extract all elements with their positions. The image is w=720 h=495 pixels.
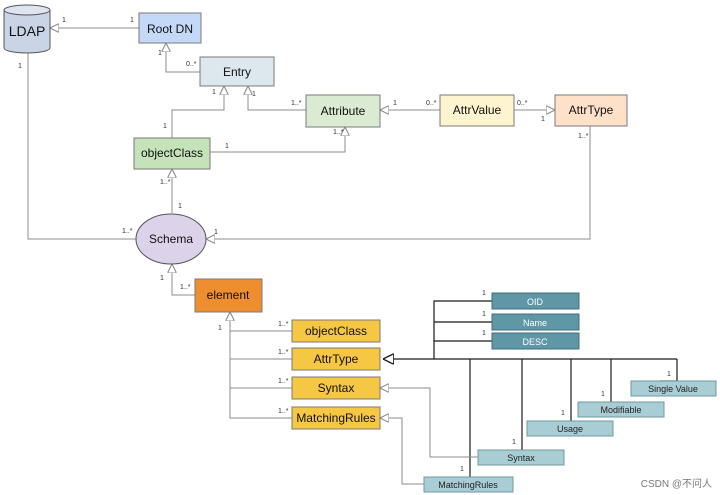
syntax-attr-label: Syntax (507, 453, 535, 463)
mult-ldap-rootdn: 1 (62, 17, 66, 24)
mult-schema-ldap: 1..* (122, 228, 133, 235)
edges (24, 28, 678, 485)
mult-element-schema: 1..* (180, 284, 191, 291)
edge-schema-ldap (24, 43, 136, 240)
name-label: Name (523, 318, 547, 328)
watermark: CSDN @不问人 (641, 477, 712, 490)
usage-label: Usage (557, 424, 583, 434)
mult-objectclass-schema: 1..* (160, 179, 171, 186)
mult-attribute-attrvalue: 1 (393, 100, 397, 107)
node-matching-rules-attr[interactable]: MatchingRules (423, 476, 514, 493)
edge-el-matchingrules (229, 331, 292, 419)
el-syntax-label: Syntax (318, 381, 355, 395)
entry-label: Entry (223, 65, 251, 79)
node-attr-type[interactable]: AttrType (554, 94, 628, 127)
matching-rules-attr-label: MatchingRules (438, 480, 498, 490)
node-usage[interactable]: Usage (526, 420, 614, 437)
desc-label: DESC (522, 337, 548, 347)
mult-syntax-attr: 1 (512, 439, 516, 446)
mult-attrtype-attrvalue: 1 (541, 116, 545, 123)
edge-attribute-entry (248, 86, 306, 111)
mult-objectclass-entry: 1 (163, 123, 167, 130)
mult-modifiable: 1 (601, 391, 605, 398)
single-value-label: Single Value (648, 384, 698, 394)
attribute-label: Attribute (321, 104, 366, 118)
ldap-cylinder-body (3, 10, 51, 54)
node-desc[interactable]: DESC (491, 332, 580, 350)
el-attr-type-label: AttrType (314, 352, 359, 366)
mult-element-children: 1 (218, 325, 222, 332)
node-syntax-attr[interactable]: Syntax (477, 449, 565, 466)
node-schema[interactable]: Schema (135, 213, 207, 265)
attr-type-label: AttrType (569, 103, 614, 117)
edge-objectclass-entry (171, 86, 224, 138)
ldap-label: LDAP (9, 23, 46, 39)
mult-el-syntax: 1..* (278, 378, 289, 385)
node-element[interactable]: element (194, 278, 263, 313)
node-name[interactable]: Name (491, 313, 580, 331)
node-attr-value[interactable]: AttrValue (439, 94, 515, 127)
multiplicity-labels: 1 1 1 0..* 1 1 1..* 1 0..* 0..* 1 1 1..*… (18, 17, 671, 473)
element-label: element (207, 288, 250, 302)
node-ldap[interactable]: LDAP (3, 4, 51, 54)
schema-label: Schema (149, 232, 193, 246)
node-object-class[interactable]: objectClass (133, 137, 211, 170)
edge-element-schema (172, 264, 195, 296)
mult-entry-attribute: 1 (252, 91, 256, 98)
mult-attrvalue-attribute: 0..* (426, 100, 437, 107)
mult-usage: 1 (561, 410, 565, 417)
mult-schema-attrtype: 1 (214, 229, 218, 236)
mult-matchingrules-attr: 1 (460, 466, 464, 473)
mult-el-attrtype: 1..* (278, 349, 289, 356)
el-object-class-label: objectClass (305, 324, 367, 338)
mult-ldap-schema: 1 (18, 63, 22, 70)
node-entry[interactable]: Entry (199, 56, 275, 87)
edge-syntaxattr-syntax (380, 388, 478, 458)
mult-rootdn-entry: 1 (158, 50, 162, 57)
edge-matchingattr-matchingrules (380, 418, 424, 485)
mult-schema-element: 1 (160, 275, 164, 282)
mult-objectclass-attribute: 1 (225, 143, 229, 150)
mult-attrvalue-attrtype: 0..* (517, 100, 528, 107)
node-el-matching-rules[interactable]: MatchingRules (291, 406, 381, 430)
object-class-label: objectClass (141, 146, 203, 160)
el-matching-rules-label: MatchingRules (296, 411, 375, 425)
attr-value-label: AttrValue (453, 103, 502, 117)
mult-attribute-entry: 1..* (291, 100, 302, 107)
mult-el-objectclass: 1..* (278, 321, 289, 328)
node-el-object-class[interactable]: objectClass (291, 319, 381, 343)
mult-attribute-objectclass: 1..* (333, 129, 344, 136)
nodes: LDAP Root DN Entry Attribute AttrValue A… (3, 4, 717, 493)
mult-el-matchingrules: 1..* (278, 408, 289, 415)
edge-attrtype-schema (206, 126, 591, 239)
node-root-dn[interactable]: Root DN (138, 12, 202, 44)
node-el-attr-type[interactable]: AttrType (291, 347, 381, 371)
node-modifiable[interactable]: Modifiable (577, 401, 665, 418)
edge-entry-rootdn (166, 43, 200, 73)
node-single-value[interactable]: Single Value (630, 380, 717, 397)
mult-entry-rootdn: 0..* (186, 61, 197, 68)
root-dn-label: Root DN (147, 22, 193, 36)
mult-schema-objectclass: 1 (178, 203, 182, 210)
mult-singlevalue: 1 (667, 371, 671, 378)
mult-desc: 1 (482, 330, 486, 337)
mult-rootdn-ldap: 1 (130, 17, 134, 24)
ldap-cylinder-top (3, 4, 51, 16)
mult-name: 1 (482, 311, 486, 318)
mult-attrtype-schema: 1..* (578, 133, 589, 140)
modifiable-label: Modifiable (600, 405, 641, 415)
node-attribute[interactable]: Attribute (305, 94, 381, 128)
mult-oid: 1 (482, 290, 486, 297)
node-oid[interactable]: OID (491, 292, 580, 310)
mult-entry-objectclass: 1 (212, 89, 216, 96)
oid-label: OID (527, 297, 544, 307)
node-el-syntax[interactable]: Syntax (291, 376, 381, 400)
edge-objectclass-attribute (210, 127, 345, 153)
edge-oid-attrtype (433, 300, 492, 359)
